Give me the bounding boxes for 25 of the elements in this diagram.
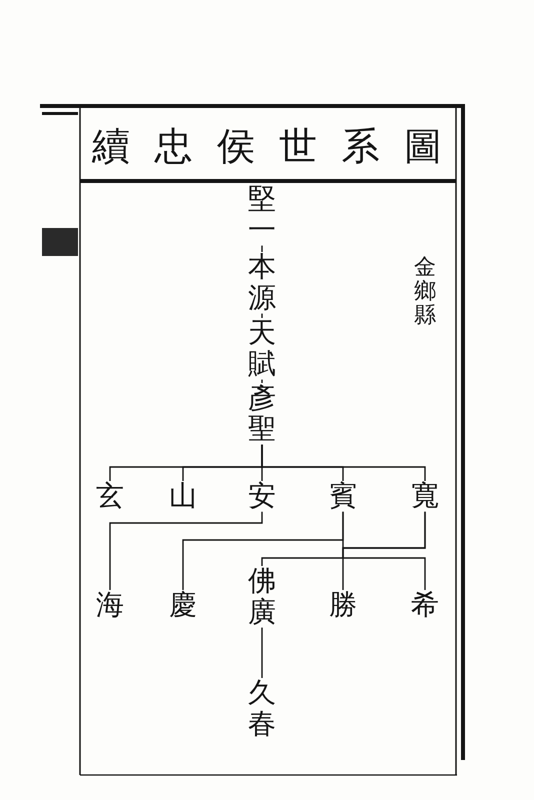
person-name: 玄: [96, 481, 124, 512]
person-name: 賓: [329, 481, 357, 512]
person-name: 久春: [248, 678, 276, 740]
person-name: 希: [411, 590, 439, 621]
person-name: 慶: [169, 590, 197, 621]
person-name: 天賦: [248, 318, 276, 380]
person-name: 本源: [248, 252, 276, 314]
person-name: 山: [169, 481, 197, 512]
person-name: 勝: [329, 590, 357, 621]
page-title: 續忠侯世系圖: [92, 126, 442, 168]
person-name: 佛廣: [248, 566, 276, 628]
person-name: 海: [96, 590, 124, 621]
lineage-line: [342, 512, 426, 590]
person-name: 彥聖: [248, 383, 276, 445]
lineage-line: [261, 314, 263, 318]
person-name: 堅一: [248, 184, 276, 246]
lineage-line: [261, 444, 426, 481]
place-label: 金鄉縣: [414, 256, 436, 329]
person-name: 安: [248, 481, 276, 512]
lineage-line: [109, 512, 263, 590]
person-name: 寬: [411, 481, 439, 512]
lineage-line: [261, 246, 263, 252]
lineage-line: [261, 628, 263, 678]
lineage-line: [342, 512, 344, 590]
lineage-line: [261, 380, 263, 383]
